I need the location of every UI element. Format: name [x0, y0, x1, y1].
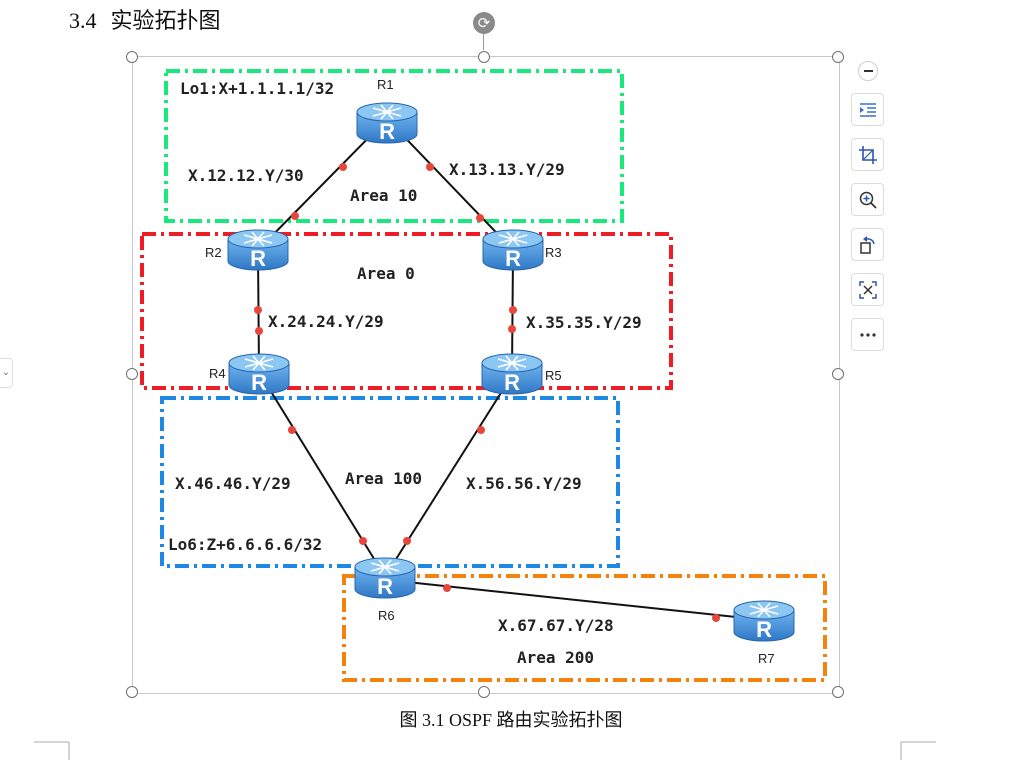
- more-button[interactable]: [851, 318, 884, 351]
- router-r4: R: [228, 353, 290, 395]
- subnet-label-r1-r2: X.12.12.Y/30: [188, 166, 304, 185]
- crop-icon: [858, 145, 877, 164]
- router-label-r4: R4: [209, 366, 226, 381]
- area-label-200: Area 200: [517, 648, 594, 667]
- resize-handle-bottom-right[interactable]: [832, 686, 844, 698]
- resize-handle-bottom-center[interactable]: [478, 686, 490, 698]
- router-r6: R: [354, 557, 416, 599]
- chevron-down-icon[interactable]: ⌄: [0, 358, 13, 388]
- router-glyph: R: [379, 119, 395, 144]
- area-10-box: [164, 69, 624, 223]
- area-100-box: [160, 396, 620, 568]
- router-glyph: R: [505, 246, 521, 271]
- router-arrows-icon: [498, 231, 528, 247]
- router-r3: R: [482, 229, 544, 271]
- interface-dot: [509, 306, 517, 314]
- interface-dot: [288, 426, 296, 434]
- rotate-handle-icon[interactable]: ⟳: [473, 12, 495, 34]
- resize-handle-top-left[interactable]: [126, 51, 138, 63]
- wrap-text-icon: [859, 102, 876, 117]
- subnet-label-r6-r7: X.67.67.Y/28: [498, 616, 614, 635]
- loopback-label-lo1: Lo1:X+1.1.1.1/32: [180, 79, 334, 98]
- router-r5: R: [481, 353, 543, 395]
- router-label-r2: R2: [205, 245, 222, 260]
- resize-handle-top-right[interactable]: [832, 51, 844, 63]
- zoom-in-icon: [859, 191, 877, 209]
- interface-dot: [426, 163, 434, 171]
- minus-circle-icon[interactable]: [858, 61, 878, 81]
- router-r1: R: [356, 102, 418, 144]
- resize-handle-bottom-left[interactable]: [126, 686, 138, 698]
- interface-dot: [443, 584, 451, 592]
- interface-dot: [254, 306, 262, 314]
- crop-mark-right: [900, 741, 936, 760]
- resize-handle-middle-left[interactable]: [126, 368, 138, 380]
- router-arrows-icon: [370, 559, 400, 575]
- subnet-label-r4-r6: X.46.46.Y/29: [175, 474, 291, 493]
- more-icon: [859, 332, 876, 337]
- router-r2: R: [227, 229, 289, 271]
- wrap-text-button[interactable]: [851, 93, 884, 126]
- interface-dot: [477, 426, 485, 434]
- router-arrows-icon: [749, 602, 779, 618]
- zoom-button[interactable]: [851, 183, 884, 216]
- area-label-10: Area 10: [350, 186, 417, 205]
- crop-button[interactable]: [851, 138, 884, 171]
- interface-dot: [712, 614, 720, 622]
- area-label-0: Area 0: [357, 264, 415, 283]
- subnet-label-r2-r4: X.24.24.Y/29: [268, 312, 384, 331]
- interface-dot: [403, 537, 411, 545]
- interface-dot: [476, 214, 484, 222]
- rotate-button[interactable]: [851, 228, 884, 261]
- extract-text-icon: [858, 280, 877, 299]
- router-glyph: R: [250, 246, 266, 271]
- resize-handle-top-center[interactable]: [478, 51, 490, 63]
- subnet-label-r3-r5: X.35.35.Y/29: [526, 313, 642, 332]
- section-number: 3.4: [69, 8, 97, 33]
- interface-dot: [508, 325, 516, 333]
- interface-dot: [359, 537, 367, 545]
- interface-dot: [291, 212, 299, 220]
- router-arrows-icon: [243, 231, 273, 247]
- area-200-box: [342, 574, 827, 682]
- resize-handle-middle-right[interactable]: [832, 368, 844, 380]
- subnet-label-r1-r3: X.13.13.Y/29: [449, 160, 565, 179]
- router-label-r6: R6: [378, 608, 395, 623]
- area-label-100: Area 100: [345, 469, 422, 488]
- router-label-r5: R5: [545, 368, 562, 383]
- router-arrows-icon: [372, 104, 402, 120]
- loopback-label-lo6: Lo6:Z+6.6.6.6/32: [168, 535, 322, 554]
- subnet-label-r5-r6: X.56.56.Y/29: [466, 474, 582, 493]
- router-label-r1: R1: [377, 77, 394, 92]
- router-arrows-icon: [497, 355, 527, 371]
- link-r1-r3: [389, 121, 514, 251]
- extract-text-button[interactable]: [851, 273, 884, 306]
- router-glyph: R: [504, 370, 520, 395]
- interface-dot: [339, 163, 347, 171]
- rotate-handle-stem: [483, 34, 484, 50]
- interface-dot: [255, 327, 263, 335]
- router-label-r7: R7: [758, 651, 775, 666]
- router-glyph: R: [251, 370, 267, 395]
- section-title: 实验拓扑图: [110, 8, 221, 33]
- router-glyph: R: [377, 574, 393, 599]
- crop-mark-left: [34, 741, 70, 760]
- section-heading: 3.4 实验拓扑图: [69, 3, 221, 35]
- rotate-icon: [859, 235, 875, 254]
- router-label-r3: R3: [545, 245, 562, 260]
- router-glyph: R: [756, 617, 772, 642]
- router-arrows-icon: [244, 355, 274, 371]
- figure-caption: 图 3.1 OSPF 路由实验拓扑图: [399, 710, 623, 730]
- area-0-box: [140, 232, 673, 390]
- link-r1-r2: [257, 121, 385, 251]
- router-r7: R: [733, 600, 795, 642]
